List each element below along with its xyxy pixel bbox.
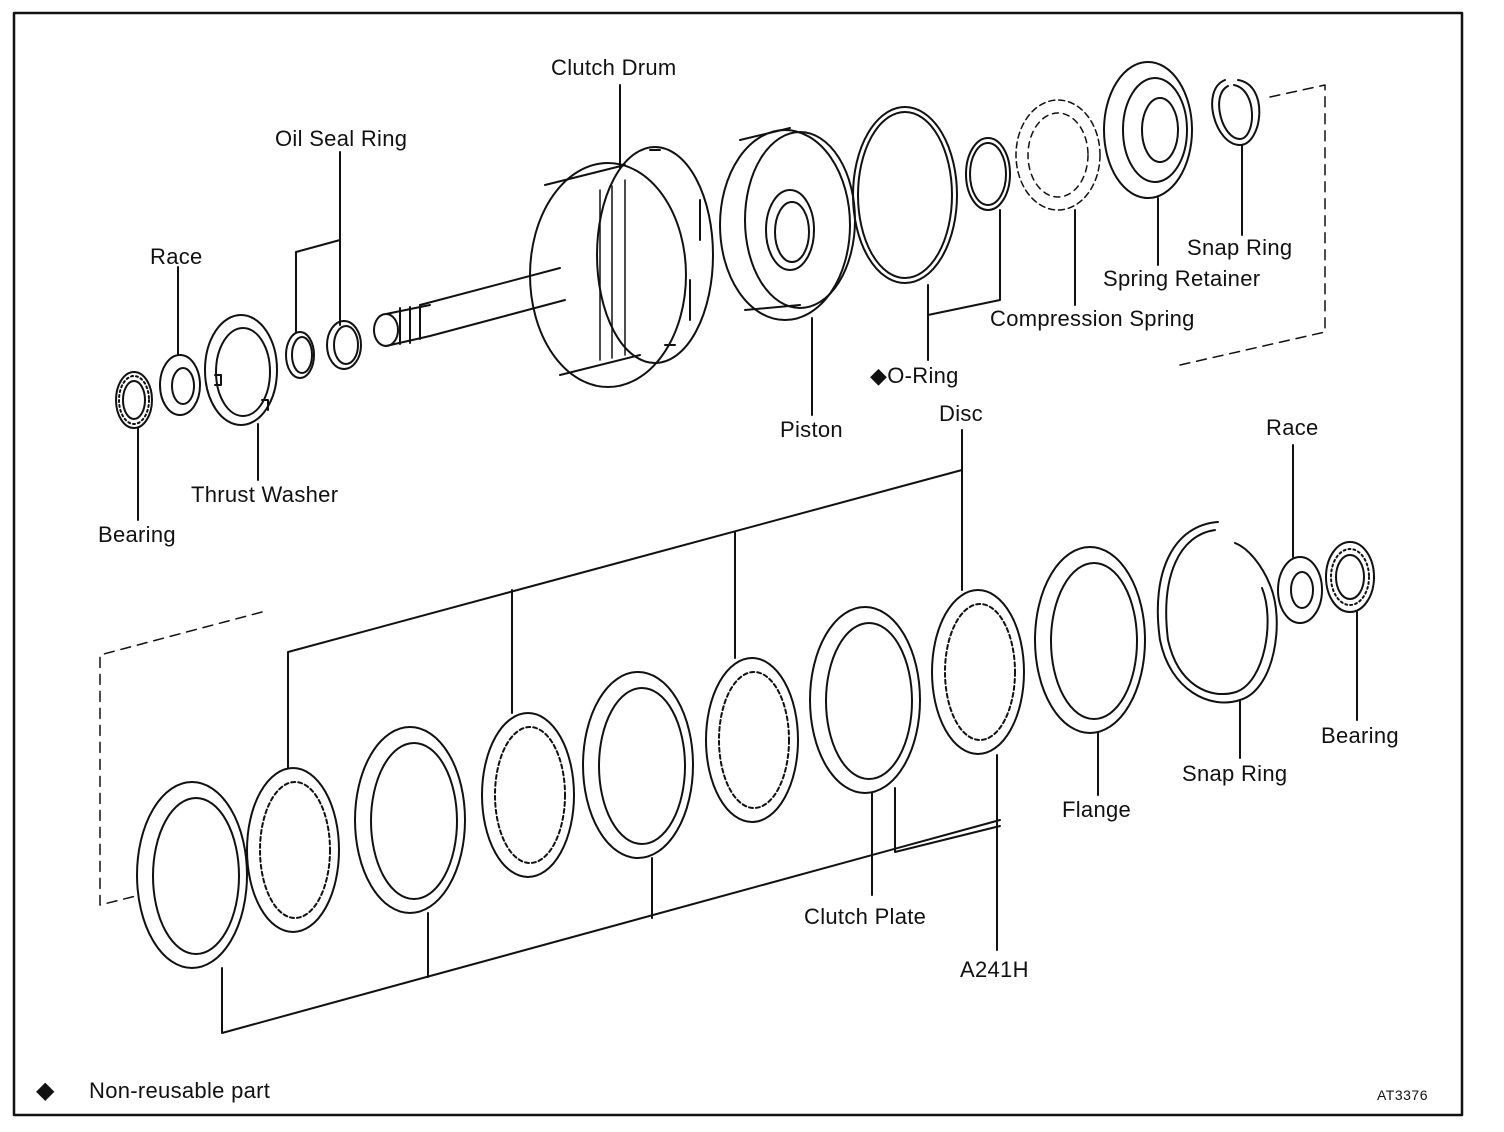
label-disc: Disc [939,401,983,426]
clutch-plate-4 [809,606,921,794]
label-piston: Piston [780,417,843,442]
label-bearing-top: Bearing [98,522,176,547]
thrust-washer-part [204,314,278,426]
legend-text: Non-reusable part [89,1078,271,1103]
disc-4 [931,589,1025,755]
label-model: A241H [960,957,1029,982]
flange-part [1034,546,1146,734]
oil-seal-ring-parts [285,320,362,379]
label-thrust-washer: Thrust Washer [191,482,339,507]
race-bottom-part [1277,556,1323,624]
snap-ring-top-part [1211,79,1261,146]
clutch-plate-2 [354,726,466,914]
clutch-plate-1 [136,781,248,969]
legend-symbol: ◆ [36,1077,55,1104]
label-flange: Flange [1062,797,1132,822]
figure-id: AT3376 [1377,1087,1428,1103]
label-clutch-plate: Clutch Plate [804,904,927,929]
bearing-bottom-part [1325,541,1375,613]
label-snap-ring-bottom: Snap Ring [1182,761,1288,786]
compression-spring-part [1015,99,1101,211]
o-ring-large-part [852,106,958,284]
border [12,11,1464,1117]
label-clutch-drum: Clutch Drum [551,55,677,80]
disc-2 [481,712,575,878]
piston-part [719,127,856,321]
label-snap-ring-top: Snap Ring [1187,235,1293,260]
disc-1 [246,767,340,933]
disc-3 [705,657,799,823]
clutch-drum-part [373,146,714,388]
clutch-plate-3 [582,671,694,859]
snap-ring-bottom-part [1156,521,1278,704]
o-ring-small-part [965,137,1011,211]
bearing-top-part [115,371,153,429]
label-o-ring: ◆O-Ring [870,363,959,388]
label-bearing-bottom: Bearing [1321,723,1399,748]
non-reusable-marker: ◆ [870,363,888,388]
label-compression-spring: Compression Spring [990,306,1195,331]
spring-retainer-part [1103,61,1193,199]
label-race-bottom: Race [1266,415,1319,440]
label-spring-retainer: Spring Retainer [1103,266,1261,291]
label-oil-seal-ring: Oil Seal Ring [275,126,408,151]
label-race-top: Race [150,244,203,269]
race-top-part [159,354,201,416]
